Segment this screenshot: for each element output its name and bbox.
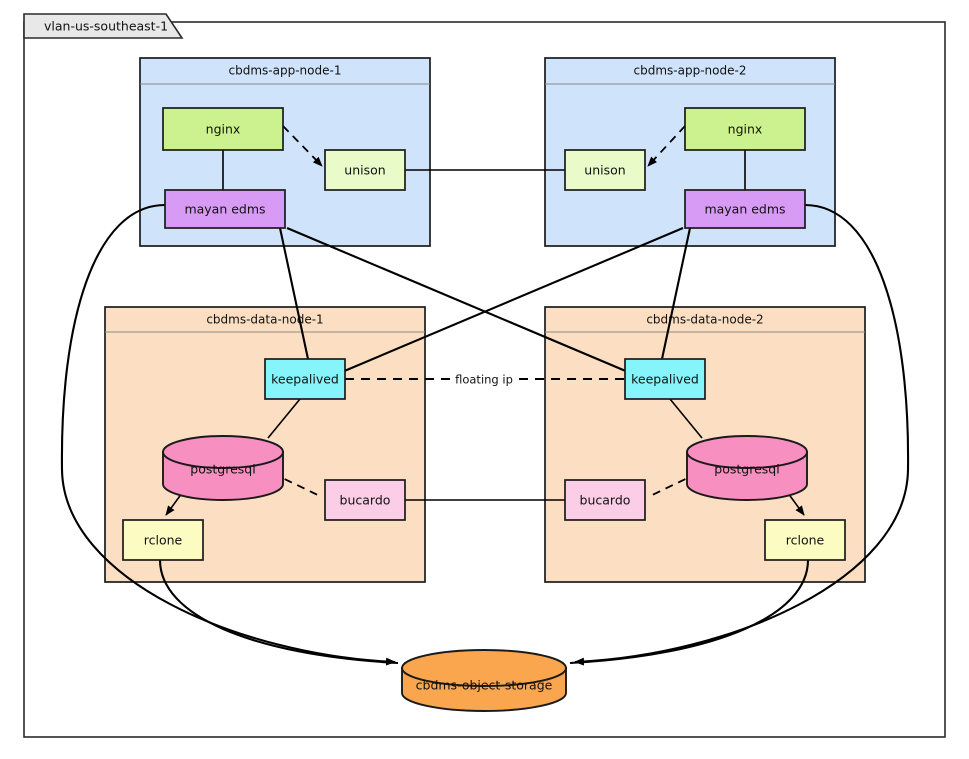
node-object-storage-label: cbdms-object-storage xyxy=(416,678,553,693)
node-mayan-edms-1[interactable]: mayan edms xyxy=(164,189,286,229)
node-rclone-1-rect[interactable] xyxy=(122,519,204,561)
group-app-node-1-title: cbdms-app-node-1 xyxy=(229,64,342,78)
node-unison-1[interactable]: unison xyxy=(324,149,406,191)
edge-group-mayan-keepalived xyxy=(278,227,692,373)
node-mayan-edms-1-label: mayan edms xyxy=(184,202,265,217)
edge-label-floating-ip: floating ip xyxy=(455,373,513,387)
group-data-node-1-title: cbdms-data-node-1 xyxy=(206,313,323,327)
edge-group-storage-curves xyxy=(60,203,910,666)
edge-rclone1-to-object-storage xyxy=(158,559,399,665)
node-bucardo-1-label: bucardo xyxy=(340,493,391,508)
node-postgresql-1[interactable]: postgresql xyxy=(162,435,284,501)
edge-mayan2-to-keepalived1 xyxy=(341,227,684,373)
node-keepalived-2-rect[interactable] xyxy=(624,358,706,400)
edge-keepalived2-to-postgresql2 xyxy=(669,398,703,439)
node-nginx-1-label: nginx xyxy=(206,122,241,137)
node-nginx-2[interactable]: nginx xyxy=(684,107,806,151)
group-data-node-2-title: cbdms-data-node-2 xyxy=(646,313,763,327)
node-rclone-2-rect[interactable] xyxy=(764,519,846,561)
node-keepalived-2-label: keepalived xyxy=(631,372,699,387)
edge-mayan2-to-keepalived2 xyxy=(660,227,692,360)
node-postgresql-2-label: postgresql xyxy=(714,462,779,477)
edge-mayan1-to-object-storage xyxy=(60,203,396,666)
edge-rclone2-to-object-storage xyxy=(569,559,810,665)
node-postgresql-2[interactable]: postgresql xyxy=(686,435,808,501)
node-mayan-edms-1-rect[interactable] xyxy=(164,189,286,229)
node-bucardo-2[interactable]: bucardo xyxy=(564,479,646,521)
node-object-storage[interactable]: cbdms-object-storage xyxy=(401,649,567,712)
node-rclone-2-label: rclone xyxy=(786,533,825,548)
edge-postgresql1-to-bucardo1 xyxy=(271,472,323,498)
node-bucardo-1-rect[interactable] xyxy=(324,479,406,521)
node-keepalived-1-label: keepalived xyxy=(271,372,339,387)
node-bucardo-2-rect[interactable] xyxy=(564,479,646,521)
edge-postgresql2-to-bucardo2 xyxy=(647,472,699,498)
node-nginx-1[interactable]: nginx xyxy=(162,107,284,151)
node-keepalived-1-rect[interactable] xyxy=(264,358,346,400)
edge-mayan2-to-object-storage xyxy=(574,203,910,666)
edge-keepalived1-to-postgresql1 xyxy=(267,398,301,439)
node-postgresql-2-top xyxy=(686,435,808,469)
group-app-node-2-title: cbdms-app-node-2 xyxy=(634,64,747,78)
node-unison-2[interactable]: unison xyxy=(564,149,646,191)
edge-mayan1-to-keepalived2 xyxy=(286,227,629,373)
node-bucardo-2-label: bucardo xyxy=(580,493,631,508)
node-rclone-1-label: rclone xyxy=(144,533,183,548)
edge-group-floating-ip: floating ip xyxy=(345,373,625,387)
node-mayan-edms-2-label: mayan edms xyxy=(704,202,785,217)
node-unison-1-label: unison xyxy=(344,163,385,178)
node-unison-2-label: unison xyxy=(584,163,625,178)
node-keepalived-2[interactable]: keepalived xyxy=(624,358,706,400)
edge-nginx2-to-unison2 xyxy=(647,125,686,167)
node-nginx-1-rect[interactable] xyxy=(162,107,284,151)
edge-nginx1-to-unison1 xyxy=(282,125,323,167)
edge-mayan1-to-keepalived1 xyxy=(278,227,310,360)
vlan-frame-tab xyxy=(23,13,184,39)
node-postgresql-1-label: postgresql xyxy=(190,462,255,477)
node-rclone-1[interactable]: rclone xyxy=(122,519,204,561)
node-mayan-edms-2[interactable]: mayan edms xyxy=(684,189,806,229)
node-mayan-edms-2-rect[interactable] xyxy=(684,189,806,229)
node-object-storage-top xyxy=(401,649,567,687)
edge-group-app-internal xyxy=(222,125,746,190)
node-rclone-2[interactable]: rclone xyxy=(764,519,846,561)
node-keepalived-1[interactable]: keepalived xyxy=(264,358,346,400)
node-postgresql-1-top xyxy=(162,435,284,469)
vlan-frame-label: vlan-us-southeast-1 xyxy=(44,19,168,34)
node-unison-2-rect[interactable] xyxy=(564,149,646,191)
node-bucardo-1[interactable]: bucardo xyxy=(324,479,406,521)
node-nginx-2-label: nginx xyxy=(728,122,763,137)
node-nginx-2-rect[interactable] xyxy=(684,107,806,151)
node-unison-1-rect[interactable] xyxy=(324,149,406,191)
